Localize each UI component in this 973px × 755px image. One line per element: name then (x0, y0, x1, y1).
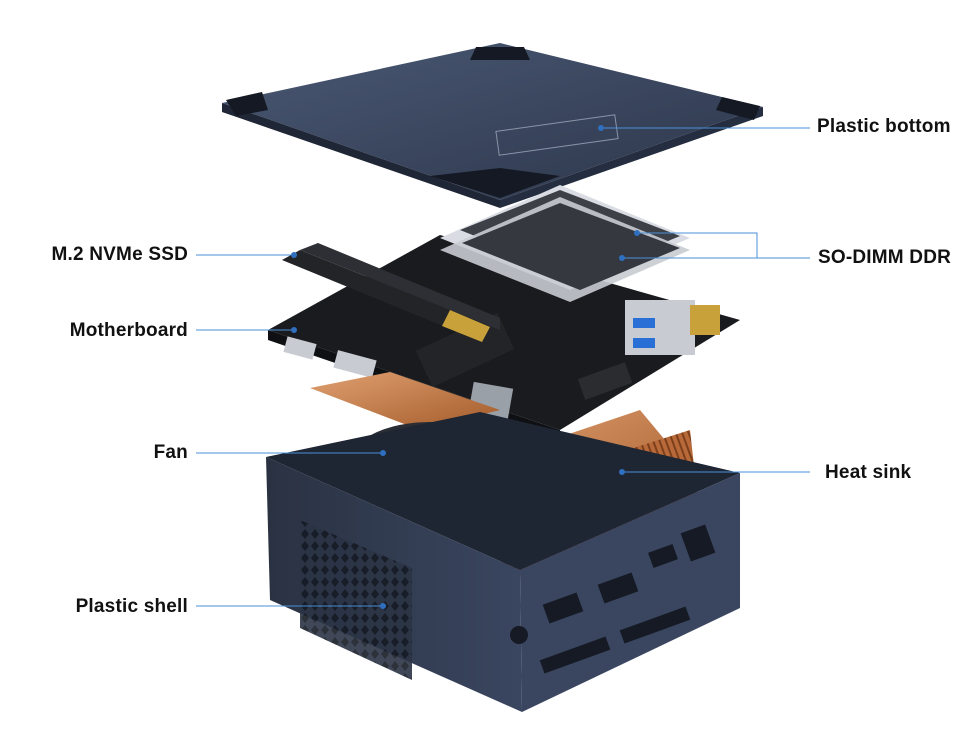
callout-dots (291, 125, 640, 609)
m2-ssd-part (282, 243, 500, 342)
label-m2-nvme-ssd: M.2 NVMe SSD (51, 244, 188, 265)
label-plastic-shell: Plastic shell (75, 596, 188, 617)
callout-line-so-dimm (637, 232, 810, 259)
label-so-dimm-ddr: SO-DIMM DDR (818, 247, 952, 268)
callout-lines (196, 127, 810, 607)
label-plastic-bottom: Plastic bottom (817, 116, 951, 137)
plastic-shell-part (266, 412, 740, 712)
plastic-bottom-part (222, 43, 763, 208)
label-heat-sink: Heat sink (825, 462, 912, 483)
so-dimm-part (440, 185, 690, 302)
label-fan: Fan (153, 442, 188, 463)
label-motherboard: Motherboard (69, 320, 188, 341)
